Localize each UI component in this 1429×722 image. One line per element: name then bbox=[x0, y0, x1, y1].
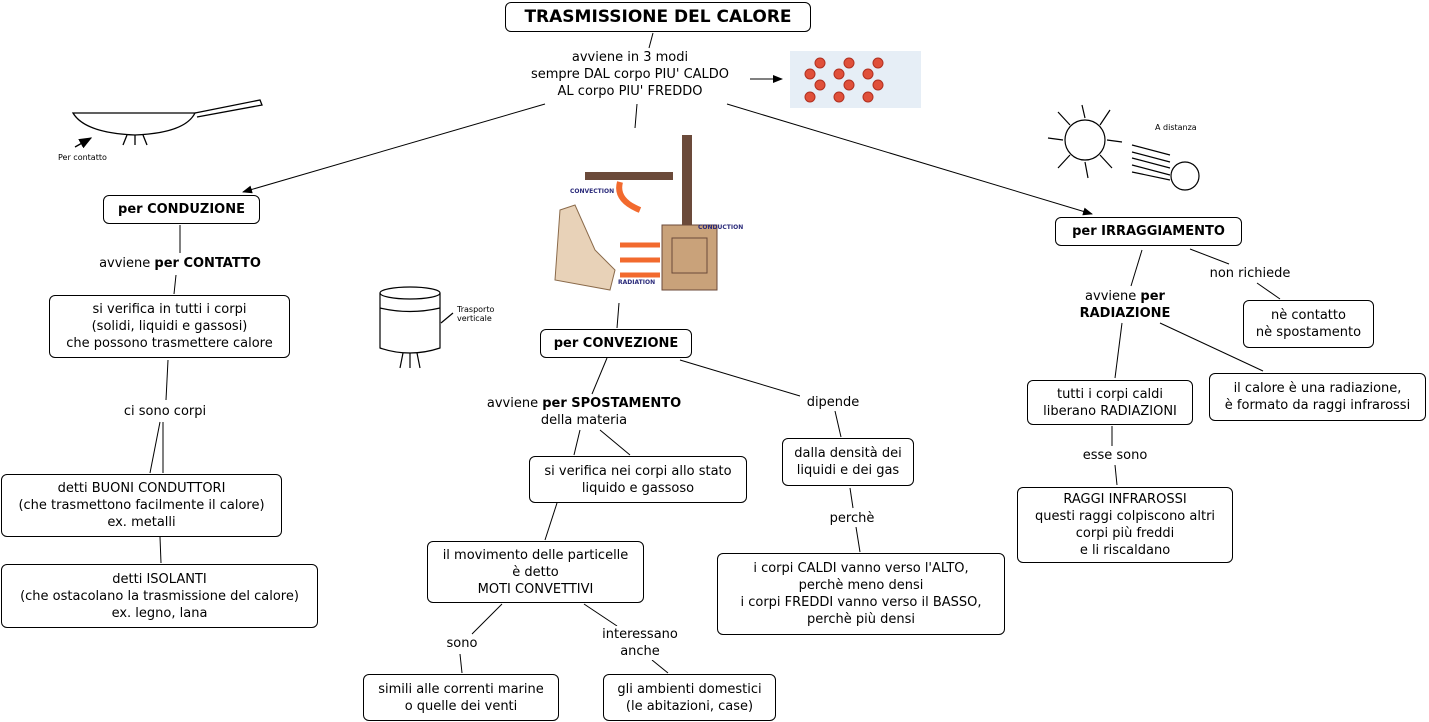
link-non-richiede: non richiede bbox=[1200, 265, 1300, 282]
link-text: della materia bbox=[540, 413, 628, 428]
radiation-label: RADIATION bbox=[618, 279, 656, 286]
node-ne-contatto[interactable]: nè contatto nè spostamento bbox=[1243, 300, 1374, 348]
link-per-spostamento: avviene per SPOSTAMENTO della materia bbox=[464, 395, 704, 429]
link-perche: perchè bbox=[820, 510, 884, 527]
link-text-bold: per bbox=[1140, 289, 1165, 304]
sun-earth-icon bbox=[1047, 104, 1200, 191]
beaker-icon bbox=[379, 286, 454, 369]
link-per-contatto: avviene per CONTATTO bbox=[80, 255, 280, 272]
node-tutti-i-corpi[interactable]: si verifica in tutti i corpi (solidi, li… bbox=[49, 295, 290, 358]
node-raggi-infrarossi[interactable]: RAGGI INFRAROSSI questi raggi colpiscono… bbox=[1017, 487, 1233, 563]
link-text: avviene bbox=[99, 256, 155, 271]
node-calore-radiazione[interactable]: il calore è una radiazione, è formato da… bbox=[1209, 373, 1426, 421]
node-caldi-freddi[interactable]: i corpi CALDI vanno verso l'ALTO, perchè… bbox=[717, 553, 1005, 635]
node-densita[interactable]: dalla densità dei liquidi e dei gas bbox=[782, 438, 914, 486]
link-dipende: dipende bbox=[800, 394, 866, 411]
title-node[interactable]: TRASMISSIONE DEL CALORE bbox=[505, 2, 811, 32]
link-text-bold: RADIAZIONE bbox=[1079, 306, 1171, 321]
root-link-label: avviene in 3 modi sempre DAL corpo PIU' … bbox=[510, 49, 750, 100]
link-sono: sono bbox=[437, 635, 487, 652]
link-text: avviene bbox=[1085, 289, 1141, 304]
node-conduzione[interactable]: per CONDUZIONE bbox=[103, 195, 260, 224]
node-irraggiamento[interactable]: per IRRAGGIAMENTO bbox=[1055, 217, 1242, 246]
beaker-caption: Trasporto verticale bbox=[457, 305, 495, 323]
link-interessano-anche: interessano anche bbox=[590, 626, 690, 660]
convection-label: CONVECTION bbox=[570, 188, 615, 195]
node-liquido-gassoso[interactable]: si verifica nei corpi allo stato liquido… bbox=[529, 456, 747, 503]
node-moti-convettivi[interactable]: il movimento delle particelle è detto MO… bbox=[427, 541, 644, 603]
node-correnti[interactable]: simili alle correnti marine o quelle dei… bbox=[363, 674, 559, 721]
beaker-image: Trasporto verticale bbox=[375, 283, 515, 373]
frying-pan-icon bbox=[71, 99, 263, 149]
link-text: avviene bbox=[486, 396, 543, 411]
pan-image: Per contatto bbox=[55, 95, 270, 165]
sun-caption: A distanza bbox=[1155, 123, 1197, 132]
node-buoni-conduttori[interactable]: detti BUONI CONDUTTORI (che trasmettono … bbox=[1, 474, 282, 537]
node-isolanti[interactable]: detti ISOLANTI (che ostacolano la trasmi… bbox=[1, 564, 318, 628]
node-ambienti-domestici[interactable]: gli ambienti domestici (le abitazioni, c… bbox=[603, 674, 776, 721]
molecules-icon bbox=[804, 57, 884, 103]
stove-convection-icon bbox=[554, 135, 718, 291]
sun-earth-image: A distanza bbox=[1040, 100, 1220, 195]
node-corpi-caldi[interactable]: tutti i corpi caldi liberano RADIAZIONI bbox=[1027, 380, 1193, 425]
stove-image: CONVECTION CONDUCTION RADIATION bbox=[540, 130, 745, 300]
link-ci-sono-corpi: ci sono corpi bbox=[105, 403, 225, 420]
molecules-image bbox=[790, 51, 921, 108]
link-esse-sono: esse sono bbox=[1065, 447, 1165, 464]
link-text-bold: per CONTATTO bbox=[154, 256, 261, 271]
link-text-bold: per SPOSTAMENTO bbox=[542, 396, 682, 411]
node-convezione[interactable]: per CONVEZIONE bbox=[540, 329, 692, 358]
conduction-label: CONDUCTION bbox=[698, 224, 744, 231]
pan-caption: Per contatto bbox=[58, 153, 107, 162]
